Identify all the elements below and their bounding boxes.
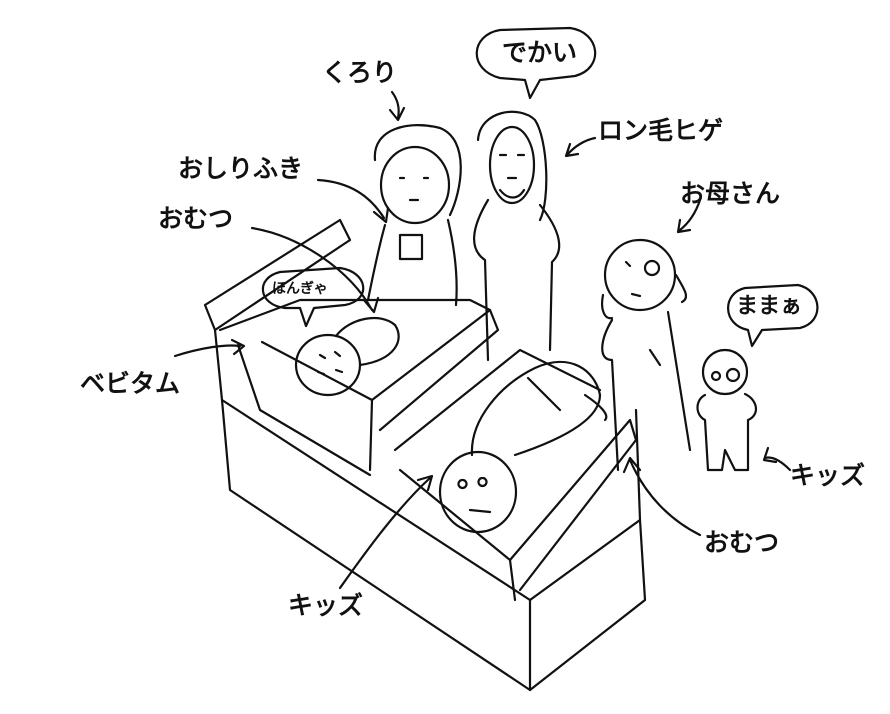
arrow-kurori: [388, 90, 406, 122]
person-mother: [601, 238, 692, 472]
label-omutsu-right: おむつ: [704, 528, 780, 557]
speech-bubble-mamaa: [727, 283, 819, 348]
label-okaasan: お母さん: [680, 179, 781, 208]
label-hongya: ほんぎゃ: [272, 281, 328, 297]
label-long-hair-beard: ロン毛ヒゲ: [598, 116, 724, 145]
label-oshirifuki: おしりふき: [178, 154, 304, 183]
speech-bubble-dekai: [475, 26, 597, 100]
arrow-okaasan: [676, 198, 702, 234]
person-long-hair: [473, 110, 561, 362]
person-kid: [696, 348, 757, 472]
arrow-long-hair: [564, 136, 597, 158]
speech-bubble-hongya: [261, 266, 365, 328]
arrow-omutsu-right: [622, 456, 702, 537]
label-dekai: でかい: [502, 38, 578, 67]
baby-left: [294, 316, 400, 397]
baby-right: [438, 360, 608, 534]
arrow-bebitamu: [173, 338, 246, 358]
label-kids-right: キッズ: [790, 461, 866, 490]
arrow-omutsu-left: [250, 226, 380, 314]
label-kids-bottom: キッズ: [288, 591, 364, 620]
bed-frame: [203, 218, 647, 692]
person-kurori: [366, 124, 462, 307]
label-omutsu-left: おむつ: [158, 204, 234, 233]
label-bebitamu: ベビタム: [80, 369, 181, 398]
arrow-kids-right: [762, 446, 792, 472]
arrow-kids-bottom: [338, 474, 434, 590]
arrow-oshirifuki: [316, 178, 390, 224]
label-kurori: くろり: [322, 58, 398, 87]
label-mamaa: ままぁ: [736, 294, 803, 319]
